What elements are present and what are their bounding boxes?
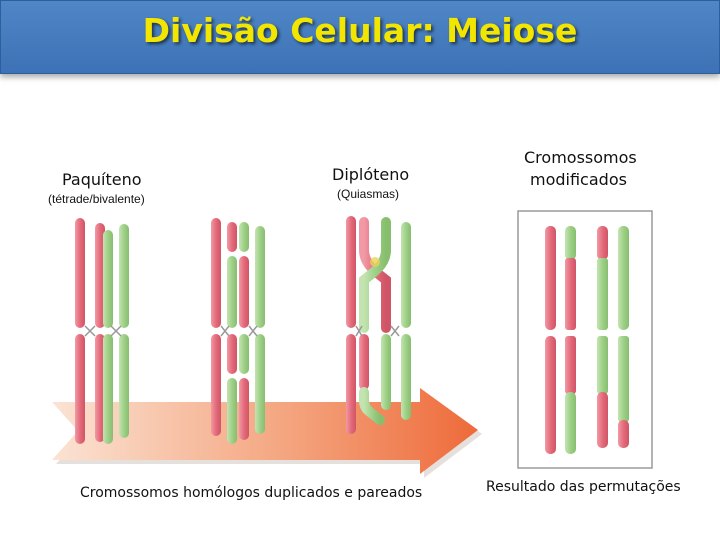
progress-arrow: [52, 388, 482, 478]
caption-right: Resultado das permutações: [486, 479, 681, 495]
paquiteno-label: Paquíteno: [62, 170, 142, 189]
title-bar: Divisão Celular: Meiose: [0, 0, 720, 74]
modified-label-line2: modificados: [530, 170, 627, 189]
diploteno-label: Diplóteno: [332, 165, 410, 184]
paquiteno-chromosomes: [75, 218, 129, 444]
paquiteno-sublabel: (tétrade/bivalente): [48, 192, 145, 206]
diploteno-chromosomes: [346, 216, 411, 434]
modified-chromosomes-box: [517, 210, 653, 469]
page-title: Divisão Celular: Meiose: [142, 11, 578, 50]
caption-left: Cromossomos homólogos duplicados e parea…: [80, 485, 423, 501]
diploteno-sublabel: (Quiasmas): [337, 187, 400, 201]
modified-label-line1: Cromossomos: [524, 148, 637, 167]
paired-chromosomes-middle: [211, 218, 265, 444]
